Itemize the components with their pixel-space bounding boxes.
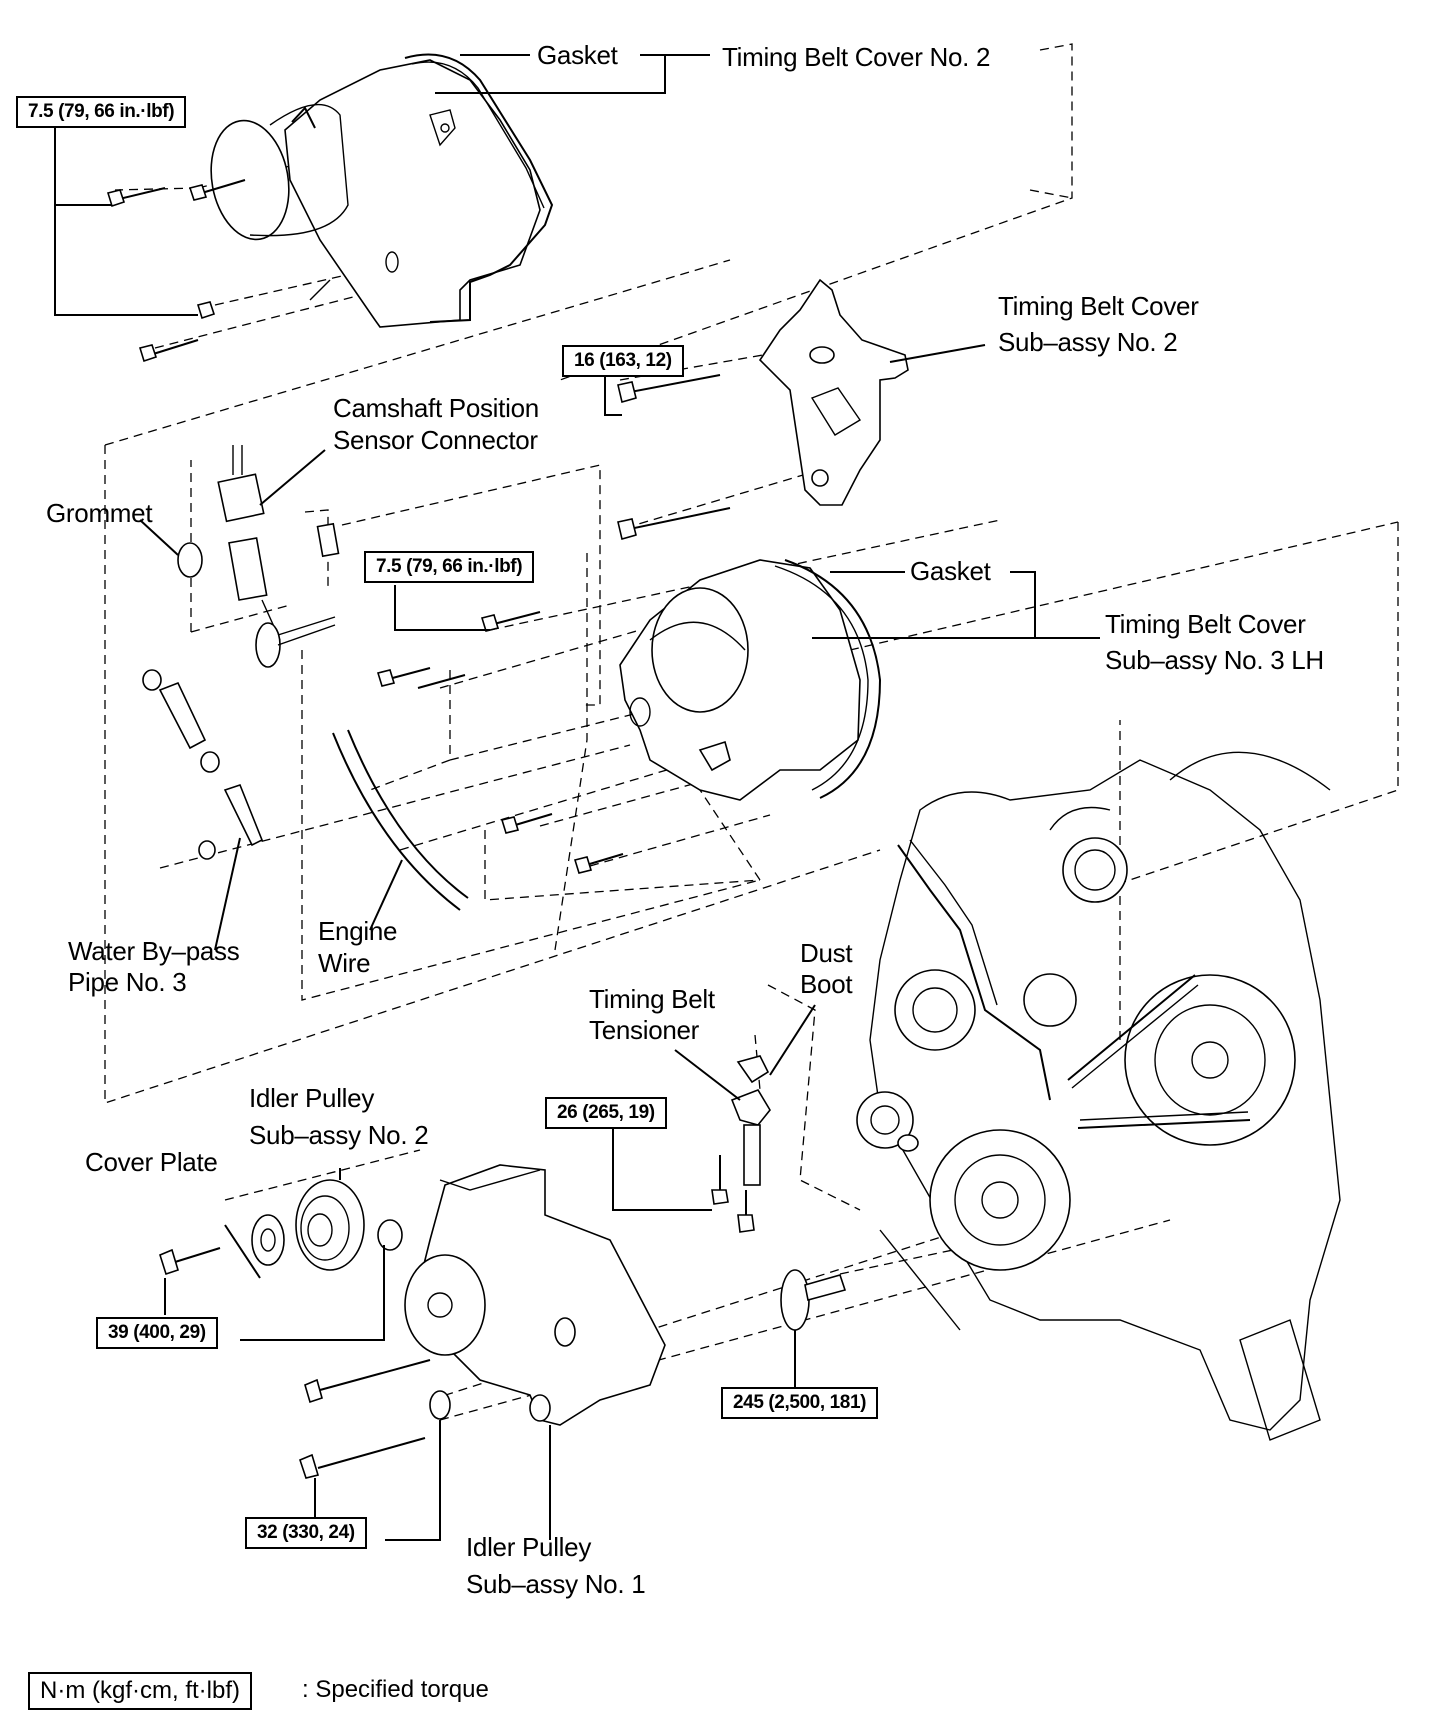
label-water-bypass-line2: Pipe No. 3 <box>68 967 187 997</box>
torque-spec-tbc-no2-bolts: 7.5 (79, 66 in.·lbf) <box>16 96 187 128</box>
timing-belt-cover-subassy-no2-part <box>617 278 909 540</box>
label-camshaft-line1: Camshaft Position <box>333 393 539 423</box>
label-idler2-line1: Idler Pulley <box>249 1083 375 1113</box>
timing-belt-cover-no2-part <box>210 53 554 328</box>
camshaft-sensor-connector-part <box>177 445 340 668</box>
label-gasket-top: Gasket <box>537 40 618 70</box>
label-idler1-line1: Idler Pulley <box>466 1532 592 1562</box>
label-tensioner-line1: Timing Belt <box>589 984 715 1014</box>
label-tensioner-line2: Tensioner <box>589 1015 700 1045</box>
timing-belt-cover-subassy-no3-part <box>376 559 882 874</box>
torque-spec-tensioner-bolt: 26 (265, 19) <box>545 1097 667 1129</box>
crank-pulley-bolt-part <box>780 1269 847 1331</box>
legend-torque-description: : Specified torque <box>302 1676 489 1703</box>
torque-spec-idler-pulley-no2-bolt: 39 (400, 29) <box>96 1317 218 1349</box>
label-dust-boot-line2: Boot <box>800 969 853 999</box>
torque-spec-crank-pulley-bolt: 245 (2,500, 181) <box>721 1387 879 1419</box>
bolts-cover-no2 <box>106 179 246 363</box>
label-cover-plate: Cover Plate <box>85 1147 218 1177</box>
label-engine-wire-line2: Wire <box>318 948 371 978</box>
torque-spec-idler-pulley-no1-bolt: 32 (330, 24) <box>245 1517 367 1549</box>
label-idler2-line2: Sub–assy No. 2 <box>249 1120 429 1150</box>
label-dust-boot-line1: Dust <box>800 938 853 968</box>
torque-spec-tbc-no3-bolt: 7.5 (79, 66 in.·lbf) <box>364 551 535 583</box>
label-tbc-subassy-no2-line2: Sub–assy No. 2 <box>998 327 1178 357</box>
label-idler1-line2: Sub–assy No. 1 <box>466 1569 646 1599</box>
label-camshaft-line2: Sensor Connector <box>333 425 538 455</box>
water-bypass-pipe-no3-part <box>142 669 264 860</box>
engine-wire-part <box>332 729 469 911</box>
label-tbc-subassy-no3-line2: Sub–assy No. 3 LH <box>1105 645 1324 675</box>
idler-pulley-no2-part <box>159 1179 403 1276</box>
label-tbc-subassy-no3-line1: Timing Belt Cover <box>1105 609 1306 639</box>
legend-torque-unit-box: N·m (kgf·cm, ft·lbf) <box>28 1672 252 1710</box>
engine-block-assembly <box>856 751 1341 1441</box>
label-gasket-mid: Gasket <box>910 556 991 586</box>
idler-pulley-no1-part <box>299 1164 666 1479</box>
label-engine-wire-line1: Engine <box>318 916 398 946</box>
torque-spec-tbc-subassy-no2-bolt: 16 (163, 12) <box>562 345 684 377</box>
leader-lines <box>54 54 1100 1541</box>
label-tbc-subassy-no2-line1: Timing Belt Cover <box>998 291 1199 321</box>
label-timing-belt-cover-no2: Timing Belt Cover No. 2 <box>722 42 991 72</box>
label-water-bypass-line1: Water By–pass <box>68 936 240 966</box>
timing-belt-tensioner-part <box>711 1055 771 1233</box>
label-grommet: Grommet <box>46 498 153 528</box>
